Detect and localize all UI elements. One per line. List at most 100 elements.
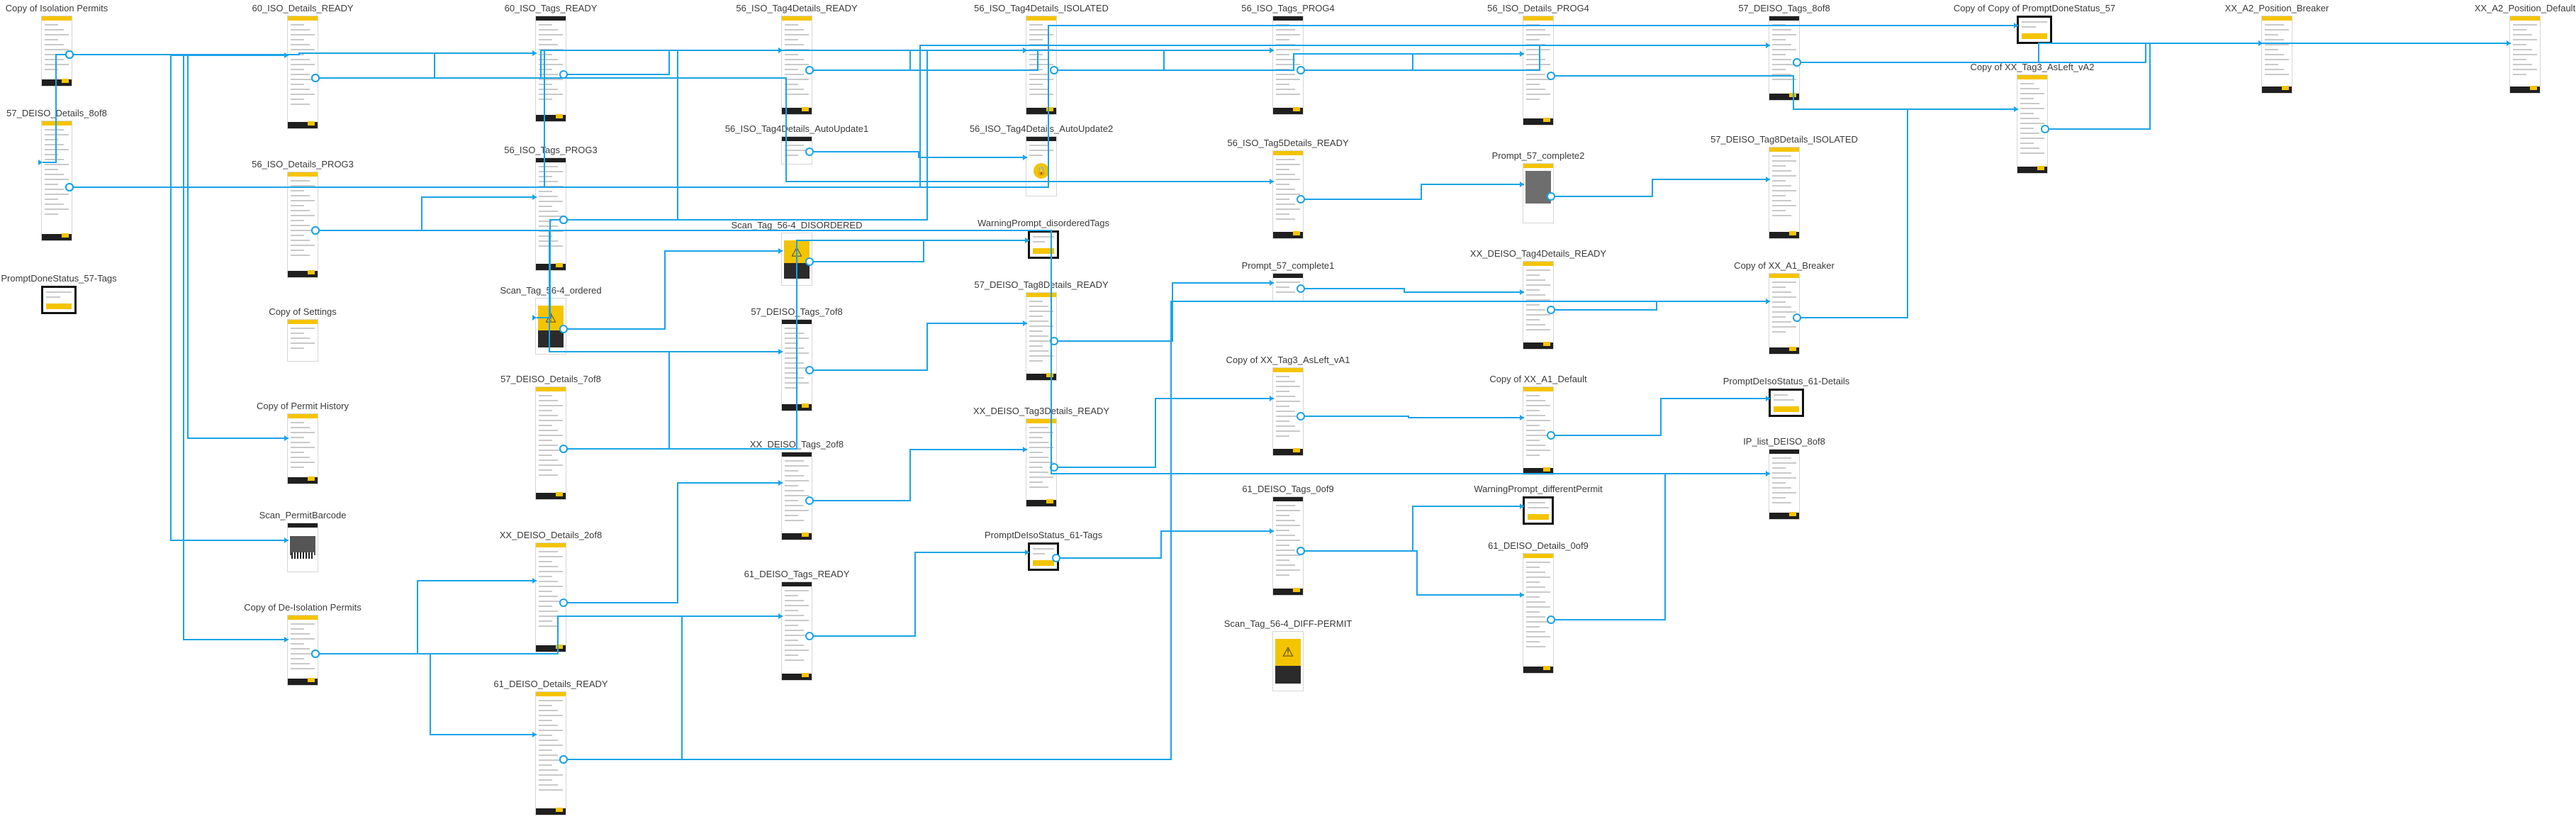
link-wire (564, 50, 1274, 221)
screen-s18[interactable]: Scan_Tag_56-4_DISORDERED (732, 220, 862, 286)
screen-s46[interactable]: Copy of XX_Tag3_AsLeft_vA2 (1971, 62, 2094, 174)
screen-s48[interactable]: XX_A2_Position_Default (2475, 3, 2575, 94)
screen-s43[interactable]: PromptDeIsoStatus_61-Details (1723, 376, 1849, 417)
screen-s7[interactable]: Copy of Permit History (257, 401, 349, 484)
screen-thumbnail (535, 386, 566, 500)
screen-s20[interactable]: XX_DEISO_Tags_2of8 (750, 439, 844, 540)
screen-s10[interactable]: 60_ISO_Tags_READY (505, 3, 597, 122)
screen-thumbnail (1769, 389, 1804, 417)
screen-s11[interactable]: 56_ISO_Tags_PROG3 (504, 145, 598, 271)
screen-s1[interactable]: Copy of Isolation Permits (6, 3, 108, 87)
screen-s17[interactable]: 56_ISO_Tag4Details_AutoUpdate1 (725, 123, 868, 165)
screen-s45[interactable]: Copy of Copy of PromptDoneStatus_57 (1954, 3, 2115, 44)
screen-title: PromptDeIsoStatus_61-Tags (984, 530, 1103, 540)
screen-s31[interactable]: Copy of XX_Tag3_AsLeft_vA1 (1226, 355, 1350, 456)
screen-s39[interactable]: 61_DEISO_Details_0of9 (1488, 540, 1589, 674)
screen-s30[interactable]: Prompt_57_complete1 (1242, 260, 1334, 301)
warning-icon (538, 306, 564, 331)
screen-thumbnail (2509, 16, 2541, 94)
screen-thumbnail (2017, 16, 2052, 44)
screen-s33[interactable]: Scan_Tag_56-4_DIFF-PERMIT (1224, 618, 1352, 691)
screen-title: Copy of XX_A1_Default (1489, 374, 1587, 384)
screen-s38[interactable]: WarningPrompt_differentPermit (1474, 484, 1603, 525)
screen-thumbnail (1523, 553, 1554, 674)
screen-title: 60_ISO_Tags_READY (504, 3, 598, 13)
screen-s5[interactable]: 56_ISO_Details_PROG3 (252, 159, 354, 278)
screen-thumbnail (287, 319, 318, 362)
screen-thumbnail (781, 233, 812, 286)
screen-s40[interactable]: 57_DEISO_Tags_8of8 (1738, 3, 1830, 101)
screen-title: 56_ISO_Details_PROG4 (1487, 3, 1589, 13)
screen-thumbnail (1523, 496, 1554, 525)
screen-s42[interactable]: Copy of XX_A1_Breaker (1734, 260, 1835, 355)
link-wire (1054, 50, 1274, 71)
screen-s9[interactable]: Copy of De-Isolation Permits (244, 602, 362, 686)
screen-thumbnail (287, 16, 318, 129)
screen-title: XX_DEISO_Details_2of8 (499, 530, 603, 540)
screen-s6[interactable]: Copy of Settings (269, 306, 337, 362)
screen-s22[interactable]: 56_ISO_Tag4Details_ISOLATED (974, 3, 1109, 115)
screen-s8[interactable]: Scan_PermitBarcode (259, 510, 346, 572)
screen-s37[interactable]: Copy of XX_A1_Default (1489, 374, 1587, 475)
screen-thumbnail (1769, 147, 1800, 239)
screen-thumbnail (287, 413, 318, 484)
screen-s14[interactable]: XX_DEISO_Details_2of8 (500, 530, 602, 652)
screen-s13[interactable]: 57_DEISO_Details_7of8 (500, 374, 601, 500)
screen-thumbnail (781, 16, 812, 115)
screen-s27[interactable]: PromptDeIsoStatus_61-Tags (985, 530, 1102, 571)
screen-title: 56_ISO_Tag4Details_ISOLATED (974, 3, 1109, 13)
screen-s16[interactable]: 56_ISO_Tag4Details_READY (736, 3, 858, 115)
screen-s12[interactable]: Scan_Tag_56-4_ordered (500, 285, 602, 355)
screen-s15[interactable]: 61_DEISO_Details_READY (493, 679, 608, 815)
screen-s41[interactable]: 57_DEISO_Tag8Details_ISOLATED (1710, 134, 1858, 239)
link-wire (315, 196, 537, 231)
screen-title: WarningPrompt_disorderedTags (978, 218, 1109, 228)
screen-s3[interactable]: PromptDoneStatus_57-Tags (1, 273, 117, 314)
screen-s44[interactable]: IP_list_DEISO_8of8 (1743, 436, 1825, 520)
screen-title: 56_ISO_Tag4Details_AutoUpdate2 (969, 123, 1114, 134)
screen-s19[interactable]: 57_DEISO_Tags_7of8 (751, 306, 843, 411)
screen-title: 57_DEISO_Tags_8of8 (1738, 3, 1830, 13)
screen-s26[interactable]: XX_DEISO_Tag3Details_READY (973, 406, 1109, 507)
screen-title: 57_DEISO_Tag8Details_READY (974, 279, 1109, 290)
screen-thumbnail (781, 319, 812, 411)
link-wire (564, 301, 1770, 760)
screen-s21[interactable]: 61_DEISO_Tags_READY (744, 569, 849, 681)
screen-thumbnail (1272, 367, 1304, 456)
screen-s36[interactable]: XX_DEISO_Tag4Details_READY (1470, 248, 1606, 350)
screen-s47[interactable]: XX_A2_Position_Breaker (2225, 3, 2329, 94)
screen-thumbnail (1272, 273, 1304, 301)
screen-s35[interactable]: Prompt_57_complete2 (1492, 150, 1584, 223)
screen-s32[interactable]: 61_DEISO_Tags_0of9 (1242, 484, 1334, 596)
screen-s29[interactable]: 56_ISO_Tag5Details_READY (1227, 138, 1349, 239)
link-wire (69, 54, 289, 640)
screen-thumbnail (1272, 631, 1304, 691)
screen-s24[interactable]: WarningPrompt_disorderedTags (978, 218, 1109, 259)
screen-s23[interactable]: 56_ISO_Tag4Details_AutoUpdate2🔒 (970, 123, 1113, 196)
screen-thumbnail (1769, 16, 1800, 101)
screen-thumbnail (781, 581, 812, 681)
link-wire (810, 323, 1027, 371)
link-wire (564, 351, 783, 450)
screen-thumbnail (1769, 273, 1800, 355)
screen-s34[interactable]: 56_ISO_Details_PROG4 (1487, 3, 1589, 126)
screen-s25[interactable]: 57_DEISO_Tag8Details_READY (974, 279, 1109, 381)
link-wire (1797, 43, 2263, 63)
screen-thumbnail (535, 691, 566, 815)
link-wire (810, 50, 1027, 71)
screen-thumbnail (535, 542, 566, 652)
screen-thumbnail (781, 136, 812, 165)
link-wire (1797, 43, 2511, 63)
warning-icon (784, 240, 810, 264)
screen-s2[interactable]: 57_DEISO_Details_8of8 (6, 108, 107, 241)
screen-title: 56_ISO_Tag4Details_READY (736, 3, 858, 13)
screen-s28[interactable]: 56_ISO_Tags_PROG4 (1241, 3, 1335, 115)
screen-title: Copy of Permit History (256, 401, 349, 411)
screen-title: 61_DEISO_Details_0of9 (1488, 540, 1589, 551)
link-wire (1301, 416, 1524, 418)
screen-title: Copy of Copy of PromptDoneStatus_57 (1953, 3, 2116, 13)
screen-s4[interactable]: 60_ISO_Details_READY (252, 3, 354, 129)
link-wire (1054, 282, 1274, 342)
screen-title: XX_DEISO_Tag4Details_READY (1469, 248, 1607, 259)
